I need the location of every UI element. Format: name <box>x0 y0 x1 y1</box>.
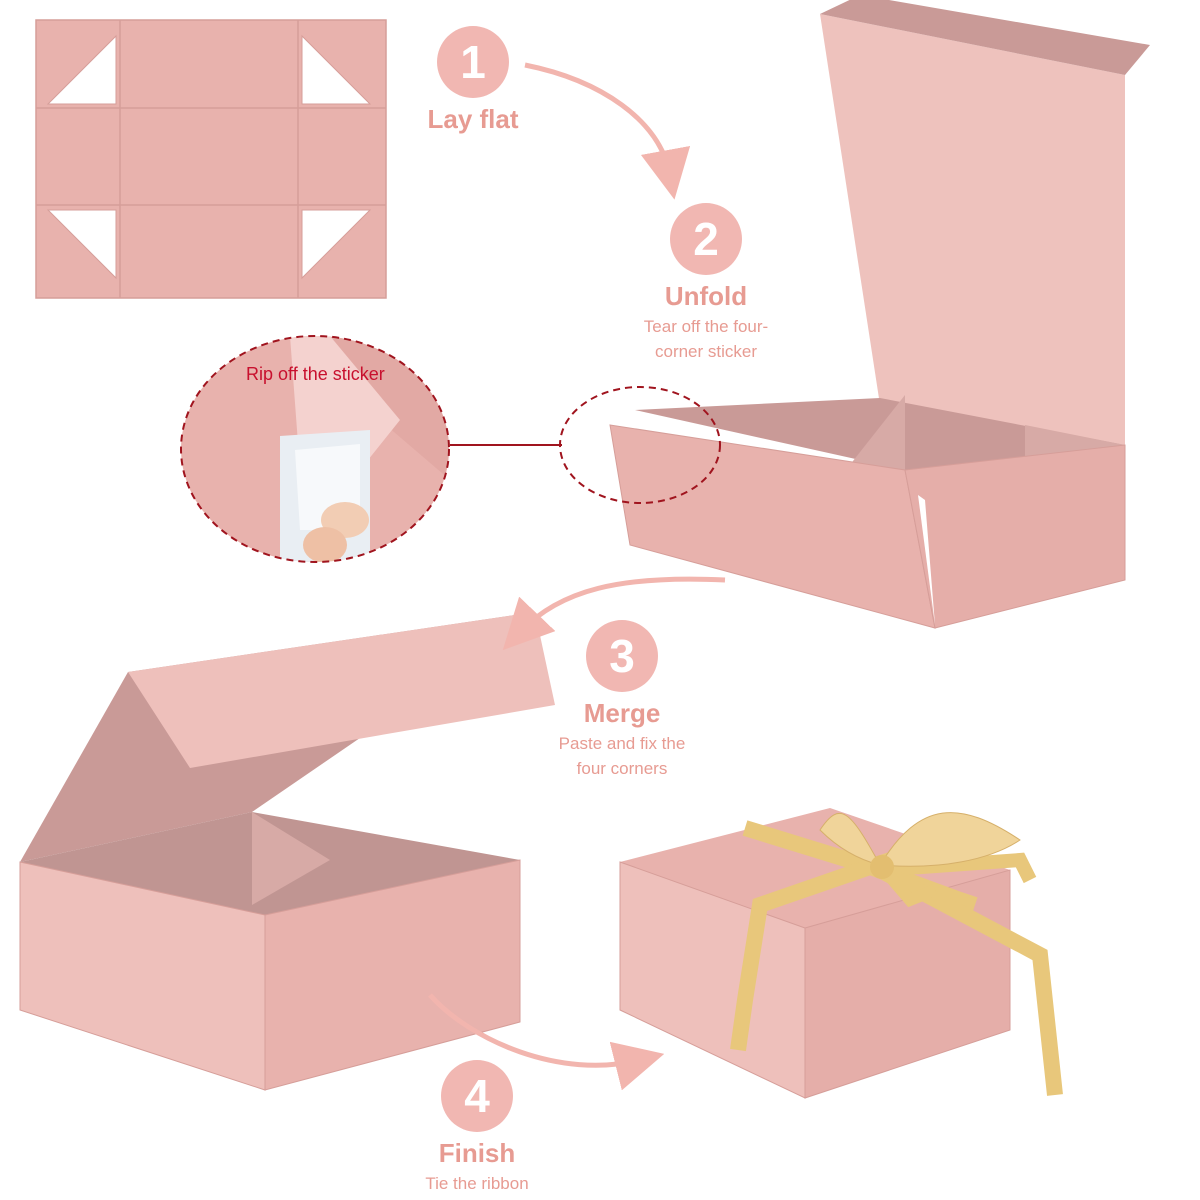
unfolded-box <box>609 0 1150 629</box>
finished-box <box>619 808 1063 1099</box>
step-number: 1 <box>437 26 509 98</box>
step-number: 2 <box>670 203 742 275</box>
step-description-line: corner sticker <box>654 342 758 361</box>
step-description-line: Tie the ribbon <box>425 1174 529 1193</box>
step-number: 4 <box>441 1060 513 1132</box>
sticker-callout <box>180 335 721 563</box>
step-2: 2 Unfold Tear off the four- corner stick… <box>606 203 806 362</box>
flat-box-net <box>35 19 387 299</box>
flow-arrow-1-to-2 <box>524 62 691 200</box>
step-title: Lay flat <box>427 104 519 134</box>
step-description-line: Paste and fix the <box>558 734 686 753</box>
step-4: 4 Finish Tie the ribbon <box>387 1060 567 1194</box>
merged-box <box>19 612 555 1091</box>
step-description-line: four corners <box>576 759 668 778</box>
step-title: Merge <box>583 698 661 728</box>
flow-arrow-3-to-4 <box>428 993 665 1091</box>
zoom-callout-label: Rip off the sticker <box>246 364 385 384</box>
step-number: 3 <box>586 620 658 692</box>
step-description-line: Tear off the four- <box>643 317 769 336</box>
step-1: 1 Lay flat <box>393 26 553 135</box>
step-title: Unfold <box>664 281 748 311</box>
step-title: Finish <box>438 1138 516 1168</box>
step-3: 3 Merge Paste and fix the four corners <box>522 620 722 779</box>
flow-arrow-2-to-3 <box>502 576 726 651</box>
